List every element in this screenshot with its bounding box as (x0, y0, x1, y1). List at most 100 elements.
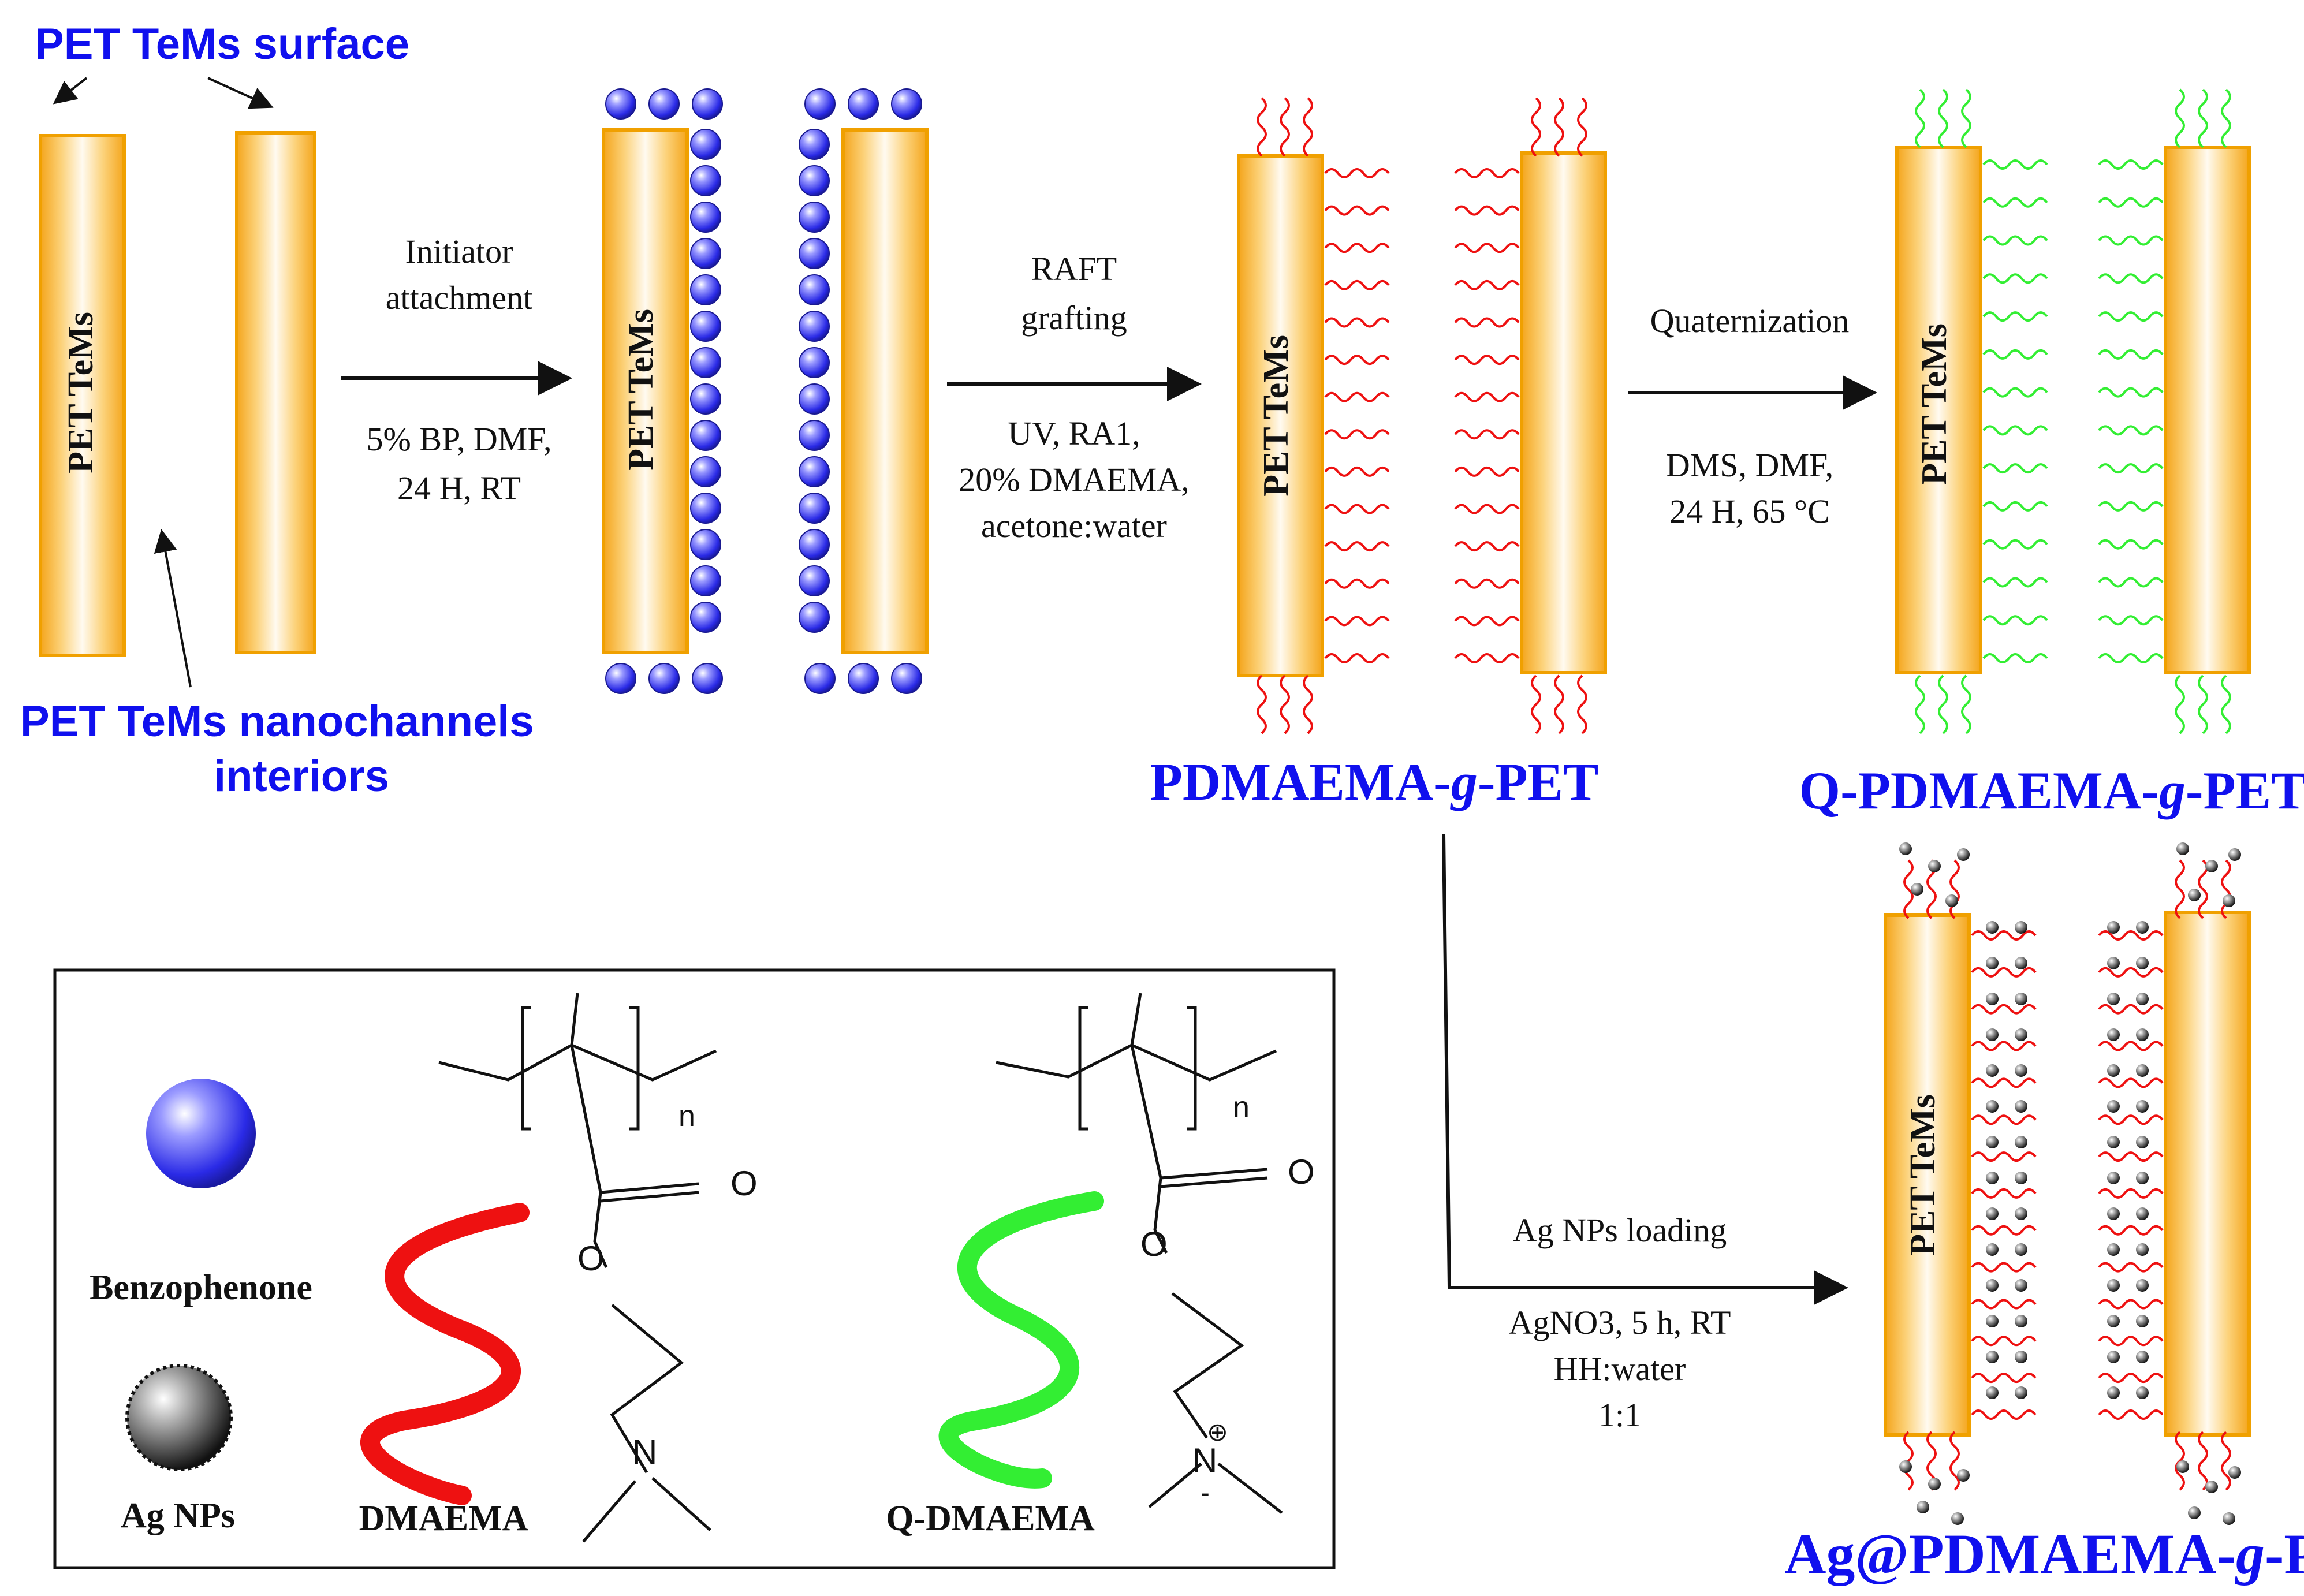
qdmaema-n-atom: N (1192, 1441, 1217, 1480)
benzophenone-bead (799, 456, 830, 487)
product-ag-title: Ag@PDMAEMA-g-PET (1784, 1522, 2304, 1586)
ag-chain (2098, 1336, 2164, 1347)
q-dmaema-structure (996, 993, 1283, 1514)
ag-nanoparticle (2223, 1512, 2235, 1525)
benzophenone-bead (799, 420, 830, 451)
ag-chain (2221, 1431, 2231, 1491)
ag-chain (2098, 1299, 2164, 1310)
ag-nanoparticle (2176, 1460, 2189, 1473)
ag-nanoparticle (2223, 894, 2235, 907)
ag-nanoparticle (2136, 1351, 2149, 1363)
ag-chain (1949, 1431, 1960, 1491)
ag-nanoparticle (2205, 860, 2218, 872)
ag-chain (1971, 1188, 2037, 1199)
q-pdmaema-chain (1915, 88, 1925, 148)
ag-nanoparticle (2136, 993, 2149, 1005)
legend-benzophenone: Benzophenone (90, 1268, 312, 1307)
ag-chain (2098, 1004, 2164, 1015)
pdmaema-chain (1257, 674, 1267, 734)
benzophenone-bead (891, 663, 922, 694)
benzophenone-bead (799, 129, 830, 160)
benzophenone-bead (690, 129, 721, 160)
pdmaema-chain (1324, 541, 1390, 552)
surface-arrow-right (207, 77, 274, 109)
q-pdmaema-chain (1982, 653, 2048, 663)
pdmaema-chain (1324, 391, 1390, 402)
benzophenone-bead (690, 420, 721, 451)
benzophenone-bead (690, 565, 721, 596)
q-pdmaema-chain (1982, 539, 2048, 550)
step4-below-1: AgNO3, 5 h, RT (1509, 1304, 1731, 1341)
q-pdmaema-chain (1961, 88, 1971, 148)
ag-nanoparticle (2188, 1506, 2201, 1519)
ag-nanoparticle (1986, 921, 1999, 934)
pdmaema-chain (1454, 541, 1520, 552)
ag-nanoparticle (2015, 1207, 2027, 1220)
q-pdmaema-chain (2221, 88, 2231, 148)
ag-nanoparticle (1911, 883, 1923, 896)
pdmaema-chain (1280, 674, 1290, 734)
ag-chain (1971, 1004, 2037, 1015)
benzophenone-bead (799, 565, 830, 596)
ag-nanoparticle (2015, 957, 2027, 969)
ag-chain (1971, 1409, 2037, 1420)
ag-nanoparticle (2015, 1028, 2027, 1041)
benzophenone-bead (648, 88, 680, 120)
ag-chain (2198, 1431, 2208, 1491)
benzophenone-bead (605, 663, 636, 694)
q-pdmaema-chain (1915, 674, 1925, 734)
ag-chain (1971, 1151, 2037, 1162)
pdmaema-chain (1324, 317, 1390, 328)
benzophenone-bead (690, 493, 721, 524)
ag-nanoparticle (1986, 1207, 1999, 1220)
dmaema-ester-o: O (577, 1239, 605, 1278)
ag-nanoparticle (2136, 1315, 2149, 1327)
benzophenone-bead (799, 238, 830, 269)
ag-nanoparticle-icon (125, 1364, 233, 1471)
legend-dmaema: DMAEMA (359, 1499, 528, 1538)
ag-chain (1903, 859, 1914, 919)
pdmaema-chain (1454, 466, 1520, 477)
ag-nanoparticle (2107, 1351, 2120, 1363)
pdmaema-chain (1454, 391, 1520, 402)
ag-nanoparticle (2015, 1064, 2027, 1077)
q-pdmaema-chain (1982, 273, 2048, 284)
benzophenone-bead (692, 663, 723, 694)
ag-nanoparticle (2015, 1172, 2027, 1184)
benzophenone-bead (848, 663, 879, 694)
pdmaema-chain (1280, 97, 1290, 157)
q-pdmaema-chain (2098, 539, 2164, 550)
benzophenone-bead (799, 274, 830, 305)
interiors-label-line2: interiors (214, 752, 389, 801)
ag-nanoparticle (2015, 1315, 2027, 1327)
ag-chain (2098, 1151, 2164, 1162)
pdmaema-chains (1257, 97, 1587, 734)
ag-nanoparticle (1986, 1279, 1999, 1292)
interior-arrow (154, 529, 192, 688)
ag-nanoparticle (1928, 860, 1941, 872)
benzophenone-bead (799, 165, 830, 196)
ag-nanoparticle (2205, 1481, 2218, 1493)
step2-above-2: grafting (1021, 299, 1127, 337)
surface-label: PET TeMs surface (35, 20, 409, 69)
pdmaema-chain (1324, 279, 1390, 290)
q-pdmaema-chain (1961, 674, 1971, 734)
q-pdmaema-chain (2175, 674, 2185, 734)
q-pdmaema-chain (1938, 674, 1948, 734)
ag-nanoparticle (1928, 1478, 1941, 1490)
benzophenone-bead (799, 347, 830, 378)
ag-chain (1949, 859, 1960, 919)
surface-arrow-left (53, 77, 88, 105)
benzophenone-bead (799, 202, 830, 233)
ag-nanoparticle (2136, 1136, 2149, 1148)
product-qpdmaema-title: Q-PDMAEMA-g-PET (1799, 761, 2304, 820)
ag-nanoparticle (1986, 1315, 1999, 1327)
q-pdmaema-chain (1982, 159, 2048, 170)
ag-chain (2098, 967, 2164, 978)
ag-nanoparticle (2107, 1172, 2120, 1184)
ag-nanoparticle (2107, 993, 2120, 1005)
benzophenone-bead (690, 383, 721, 415)
qdmaema-n: n (1233, 1091, 1250, 1124)
ag-nanoparticle (2015, 993, 2027, 1005)
ag-nanoparticle (1986, 1028, 1999, 1041)
